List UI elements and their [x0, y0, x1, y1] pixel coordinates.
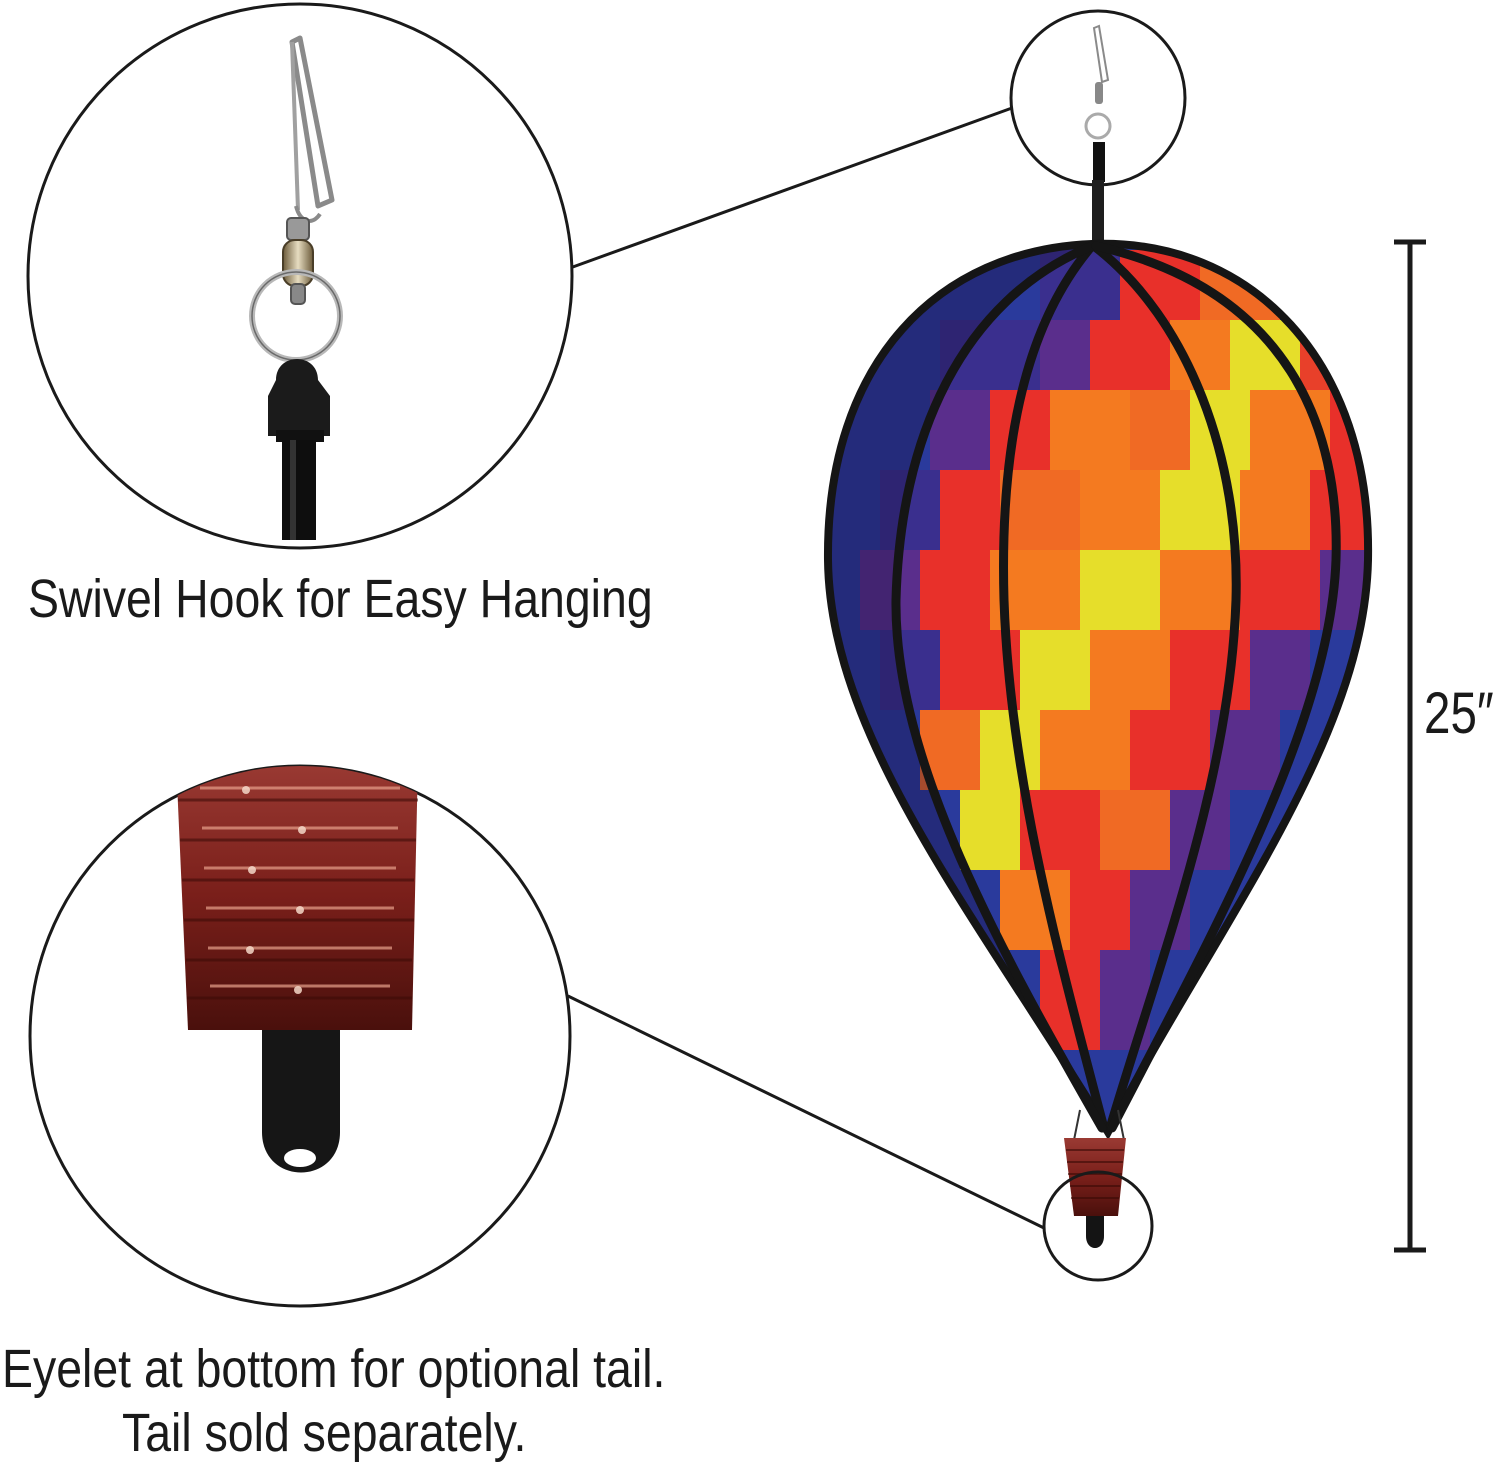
- height-dimension-label: 25″: [1424, 681, 1494, 746]
- eyelet-caption-line1: Eyelet at bottom for optional tail.: [2, 1339, 666, 1399]
- eyelet-connector-line: [567, 994, 1045, 1230]
- eyelet-highlight-circle: [1042, 1170, 1154, 1282]
- hook-detail-circle: [26, 2, 574, 550]
- hook-caption: Swivel Hook for Easy Hanging: [28, 569, 653, 629]
- hanging-rod: [1092, 180, 1104, 246]
- balloon-spinner: [823, 239, 1373, 1248]
- eyelet-caption-line2: Tail sold separately.: [122, 1403, 527, 1463]
- eyelet-detail-circle: [28, 764, 572, 1308]
- hook-connector-line: [569, 106, 1013, 270]
- hook-highlight-circle: [1009, 9, 1187, 187]
- height-dimension-bracket: [1394, 239, 1426, 1253]
